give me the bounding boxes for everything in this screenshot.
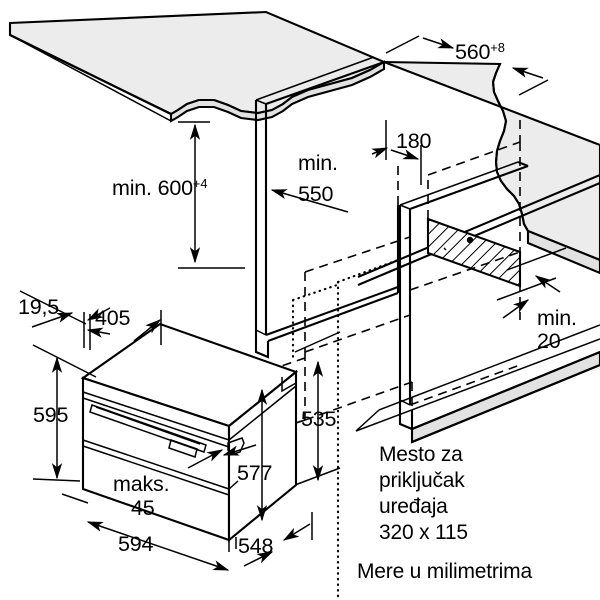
dim-body-height	[294, 331, 341, 486]
label-niche-width: 560+8	[455, 39, 505, 64]
label-front-height: 577	[237, 461, 273, 485]
units-note: Mere u milimetrima	[357, 560, 532, 583]
label-niche-depth-line1: min.	[298, 151, 338, 175]
label-appliance-width: 594	[118, 532, 154, 556]
dim-top-depth	[83, 307, 162, 350]
hidden-edges-dotted	[291, 258, 400, 600]
connection-note-line-1: Mesto za	[379, 443, 463, 466]
label-appliance-depth: 548	[238, 534, 274, 558]
dim-rear-offset	[371, 120, 422, 185]
connection-note-line-4: 320 x 115	[379, 521, 468, 544]
label-handle-offset: 19,5	[18, 295, 60, 319]
label-appliance-height: 595	[33, 403, 69, 427]
label-body-height: 535	[301, 407, 337, 431]
connection-note-line-2: priključak	[379, 469, 465, 492]
dim-handle-offset	[19, 290, 87, 328]
label-niche-height: min. 600+4	[112, 175, 208, 200]
dim-appliance-width	[61, 493, 230, 571]
dim-appliance-depth	[243, 512, 313, 567]
dim-niche-width	[385, 35, 549, 96]
label-door-gap-line1: maks.	[113, 472, 170, 496]
connection-note-leaders	[355, 324, 600, 432]
dim-niche-height	[178, 121, 245, 269]
label-niche-depth-line2: 550	[298, 182, 334, 206]
label-rear-gap-line2: 20	[537, 329, 561, 353]
dim-appliance-height	[32, 344, 97, 482]
connection-note-line-3: uređaja	[379, 495, 448, 518]
dim-rear-gap	[496, 247, 567, 319]
label-rear-gap-line1: min.	[537, 306, 577, 330]
dim-niche-depth	[270, 189, 349, 213]
label-top-depth: 405	[95, 306, 131, 330]
label-rear-offset: 180	[396, 129, 432, 153]
label-door-gap-line2: 45	[131, 496, 155, 520]
dim-door-gap	[187, 444, 257, 469]
